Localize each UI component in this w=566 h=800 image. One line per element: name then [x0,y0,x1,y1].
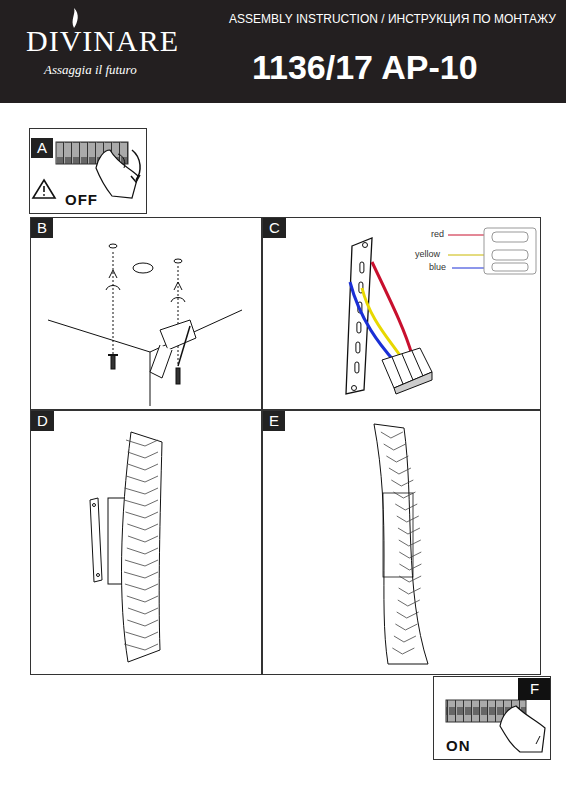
step-panel: A OFF [29,128,147,214]
yellow-wire [362,288,403,360]
wire-label: red [431,229,444,239]
step-letter: E [263,411,285,431]
step-panel: E [262,410,541,675]
wiring-schematic [448,228,536,274]
step-panel: B [30,217,262,410]
wire-label: yellow [415,249,440,259]
step-panel: D [30,410,262,675]
step-panel: F ON [433,676,551,760]
step-letter: A [31,138,53,158]
switch-state: OFF [65,191,98,208]
lamp-side-view [90,432,162,662]
mounting-bracket [346,238,372,394]
step-letter: F [524,679,545,699]
brand-name: DIVINARE [26,24,179,58]
switch-state: ON [446,737,471,754]
model-number: 1136/17 AP-10 [252,48,478,87]
red-wire [372,262,412,355]
brand-slogan: Assaggia il futuro [44,62,137,78]
step-letter: B [31,218,53,238]
lamp-facets [124,440,158,650]
wire-label: blue [429,262,446,272]
step-letter: C [263,218,286,238]
step-letter: D [31,411,54,431]
step-panel: C [262,217,541,410]
lamp-front-view [374,424,428,664]
connector-block [382,348,432,394]
lamp-facets [381,432,422,654]
ceiling-mounting [48,244,242,406]
document-heading: ASSEMBLY INSTRUCTION / ИНСТРУКЦИЯ ПО МОН… [229,12,556,26]
